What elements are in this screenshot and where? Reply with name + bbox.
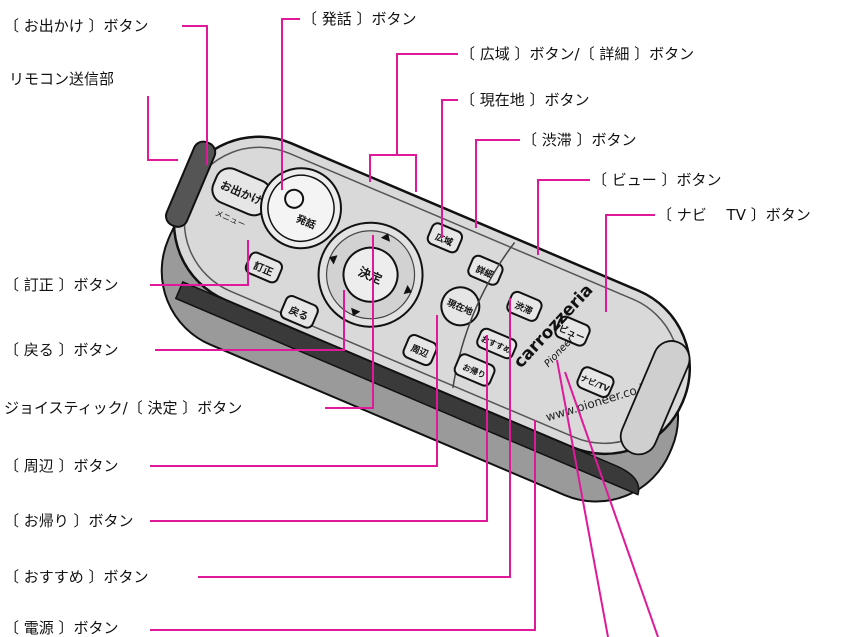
end-cap bbox=[619, 340, 691, 456]
kettei-key bbox=[342, 246, 399, 303]
arrow-right-icon bbox=[403, 284, 412, 295]
label-hatsuwa-button: 〔 発話 〕ボタン bbox=[302, 10, 417, 28]
label-genzaichi-button: 〔 現在地 〕ボタン bbox=[460, 91, 590, 109]
leader-dengen bbox=[150, 420, 536, 631]
label-view-button: 〔 ビュー 〕ボタン bbox=[592, 171, 722, 189]
okaeri-key: お帰り bbox=[453, 353, 496, 387]
leader-remocon bbox=[147, 96, 178, 161]
shousai-key: 詳細 bbox=[467, 254, 504, 286]
leader-joystick bbox=[325, 235, 374, 409]
leader-view bbox=[537, 179, 590, 255]
leader-genzaichi bbox=[441, 99, 458, 238]
leader-okaeri bbox=[150, 335, 488, 522]
leader-shousai bbox=[397, 154, 417, 192]
label-teisei-button: 〔 訂正 〕ボタン bbox=[4, 276, 119, 294]
leader-navitv bbox=[605, 214, 655, 312]
label-juutai-button: 〔 渋滞 〕ボタン bbox=[522, 131, 637, 149]
label-osusume-button: 〔 おすすめ 〕ボタン bbox=[4, 568, 149, 586]
label-joystick-kettei-button: ジョイスティック/〔 決定 〕ボタン bbox=[4, 399, 243, 417]
voice-icon bbox=[284, 188, 305, 209]
modoru-key: 戻る bbox=[279, 295, 319, 329]
hatsuwa-key: 発話 bbox=[259, 167, 342, 250]
arrow-left-icon bbox=[329, 255, 338, 265]
arrow-up-icon bbox=[380, 233, 391, 242]
genzaichi-key: 現在地 bbox=[440, 286, 481, 327]
leader-bottom-a bbox=[556, 359, 609, 637]
leader-kouiki bbox=[369, 53, 458, 182]
remote-body: お出かけ メニュー 発話 訂正 決定 bbox=[160, 135, 692, 503]
label-dengen-button: 〔 電源 〕ボタン bbox=[4, 619, 119, 637]
leader-juutai bbox=[475, 139, 520, 228]
leader-shuuhen bbox=[150, 315, 438, 467]
leader-osusume bbox=[198, 298, 511, 578]
arrow-down-icon bbox=[351, 307, 361, 317]
label-kouiki-shousai-button: 〔 広域 〕ボタン/〔 詳細 〕ボタン bbox=[460, 45, 695, 63]
ir-window bbox=[165, 140, 217, 228]
label-remocon-transmitter: リモコン送信部 bbox=[9, 70, 115, 88]
navitv-key: ナビ/TV bbox=[576, 366, 615, 399]
leader-hatsuwa bbox=[281, 18, 300, 190]
view-key: ビュー bbox=[554, 315, 591, 347]
leader-lines bbox=[147, 18, 659, 637]
leader-bottom-b bbox=[564, 371, 659, 637]
label-navitv-button: 〔 ナビ TV 〕ボタン bbox=[657, 206, 811, 224]
leader-modoru bbox=[155, 290, 345, 351]
shuuhen-key: 周辺 bbox=[402, 334, 438, 367]
leader-teisei bbox=[150, 240, 249, 286]
remote-side-strip bbox=[174, 280, 640, 496]
kouiki-key: 広域 bbox=[426, 222, 464, 254]
label-shuuhen-button: 〔 周辺 〕ボタン bbox=[4, 457, 119, 475]
label-okaeri-button: 〔 お帰り 〕ボタン bbox=[4, 512, 134, 530]
label-odekake-button: 〔 お出かけ 〕ボタン bbox=[4, 17, 149, 35]
label-modoru-button: 〔 戻る 〕ボタン bbox=[4, 341, 119, 359]
leader-odekake bbox=[182, 25, 208, 165]
